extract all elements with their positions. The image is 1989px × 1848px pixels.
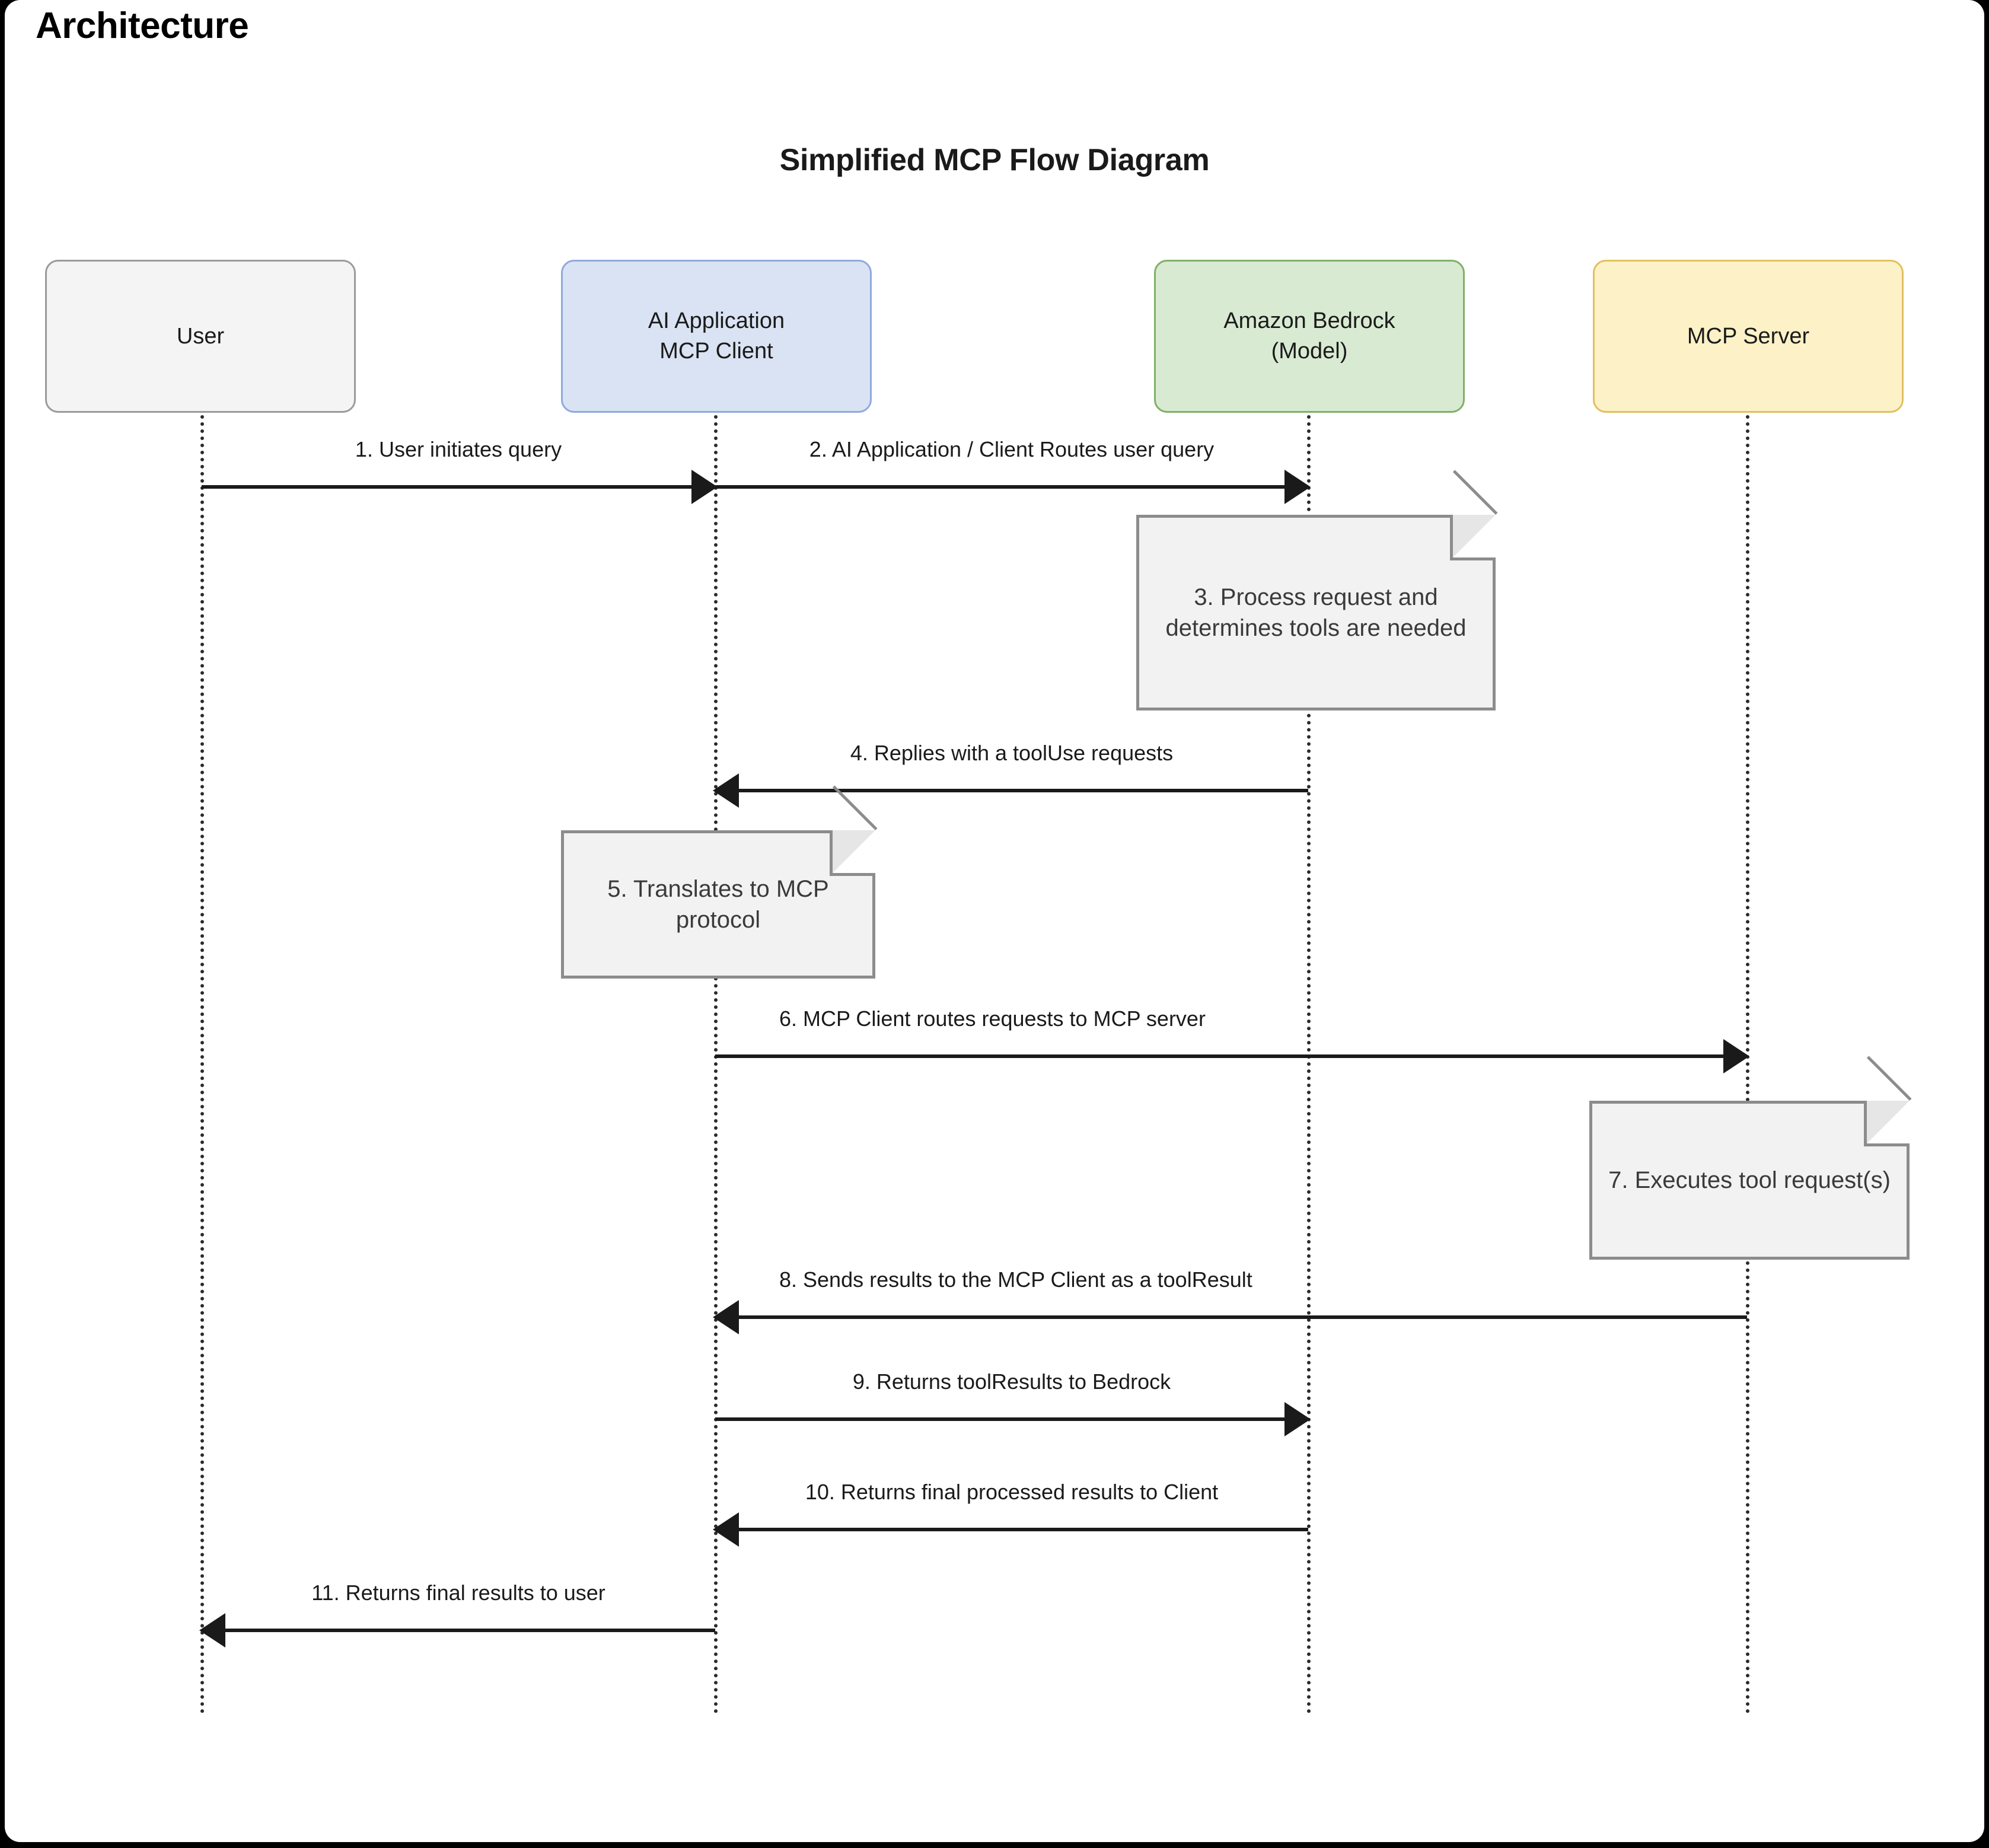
message-1-label: 1. User initiates query — [355, 437, 562, 461]
note-fold-vert — [830, 830, 833, 876]
note-fold-corner-icon — [1453, 515, 1496, 557]
message-8-label: 8. Sends results to the MCP Client as a … — [779, 1267, 1252, 1292]
message-6-label: 6. MCP Client routes requests to MCP ser… — [779, 1006, 1206, 1031]
participant-user[interactable]: User — [45, 260, 356, 413]
message-6-line — [715, 1054, 1747, 1058]
page-title: Architecture — [36, 5, 249, 46]
message-10-line — [715, 1528, 1308, 1531]
arrow-left-icon — [713, 1300, 739, 1334]
participant-amazon-bedrock[interactable]: Amazon Bedrock (Model) — [1154, 260, 1465, 413]
note-5-text: 5. Translates to MCP protocol — [607, 876, 829, 933]
participant-user-label: User — [176, 323, 225, 349]
message-11[interactable]: 11. Returns final results to user — [199, 1581, 715, 1648]
lifeline-user — [200, 415, 204, 1714]
note-fold-edge — [1866, 1056, 1912, 1101]
arrow-right-icon — [1284, 470, 1311, 504]
message-9-label: 9. Returns toolResults to Bedrock — [852, 1369, 1171, 1394]
note-7-text: 7. Executes tool request(s) — [1608, 1167, 1891, 1193]
note-fold-corner-icon — [833, 830, 875, 873]
arrow-left-icon — [199, 1613, 225, 1648]
message-2-line — [715, 485, 1308, 489]
participant-ai-application-mcp-client[interactable]: AI Application MCP Client — [561, 260, 872, 413]
note-fold-side — [1450, 557, 1496, 560]
page-canvas: Architecture Simplified MCP Flow Diagram… — [5, 0, 1984, 1842]
message-4[interactable]: 4. Replies with a toolUse requests — [713, 741, 1308, 808]
arrow-left-icon — [713, 1512, 739, 1547]
participant-server-label: MCP Server — [1687, 323, 1810, 349]
message-9-line — [715, 1417, 1308, 1421]
message-9[interactable]: 9. Returns toolResults to Bedrock — [715, 1369, 1311, 1436]
participant-mcp-server[interactable]: MCP Server — [1593, 260, 1904, 413]
message-2-label: 2. AI Application / Client Routes user q… — [809, 437, 1215, 461]
message-4-label: 4. Replies with a toolUse requests — [850, 741, 1174, 765]
message-2[interactable]: 2. AI Application / Client Routes user q… — [715, 437, 1311, 504]
note-7-executes-tool-request: 7. Executes tool request(s) — [1589, 1056, 1912, 1260]
note-fold-side — [1864, 1143, 1910, 1146]
note-fold-vert — [1864, 1101, 1867, 1146]
lifeline-client — [714, 415, 718, 1714]
note-3-text: 3. Process request and determines tools … — [1165, 584, 1467, 641]
arrow-right-icon — [1284, 1402, 1311, 1436]
message-8[interactable]: 8. Sends results to the MCP Client as a … — [713, 1267, 1747, 1334]
note-fold-vert — [1450, 515, 1453, 560]
note-fold-corner-icon — [1867, 1101, 1910, 1143]
note-fold-edge — [1452, 470, 1498, 515]
arrow-right-icon — [1723, 1039, 1749, 1073]
note-fold-side — [830, 873, 875, 876]
diagram-title: Simplified MCP Flow Diagram — [779, 143, 1210, 177]
arrow-right-icon — [691, 470, 718, 504]
message-1[interactable]: 1. User initiates query — [202, 437, 718, 504]
message-8-line — [715, 1315, 1747, 1319]
message-6[interactable]: 6. MCP Client routes requests to MCP ser… — [715, 1006, 1749, 1073]
message-10-label: 10. Returns final processed results to C… — [805, 1480, 1219, 1504]
message-4-line — [715, 789, 1308, 792]
message-10[interactable]: 10. Returns final processed results to C… — [713, 1480, 1308, 1547]
lifeline-bedrock — [1307, 415, 1311, 1714]
arrow-left-icon — [713, 773, 739, 808]
participant-bedrock-label-line2: (Model) — [1271, 339, 1348, 364]
message-11-line — [202, 1629, 715, 1632]
note-3-process-request: 3. Process request and determines tools … — [1136, 470, 1498, 710]
note-5-translates-to-mcp: 5. Translates to MCP protocol — [561, 785, 878, 979]
message-11-label: 11. Returns final results to user — [311, 1581, 605, 1605]
participant-client-label-line1: AI Application — [648, 308, 785, 334]
participant-bedrock-label-line1: Amazon Bedrock — [1223, 308, 1395, 334]
sequence-diagram: Simplified MCP Flow Diagram User AI Appl… — [5, 0, 1984, 1842]
participant-client-label-line2: MCP Client — [659, 339, 773, 364]
message-1-line — [202, 485, 715, 489]
